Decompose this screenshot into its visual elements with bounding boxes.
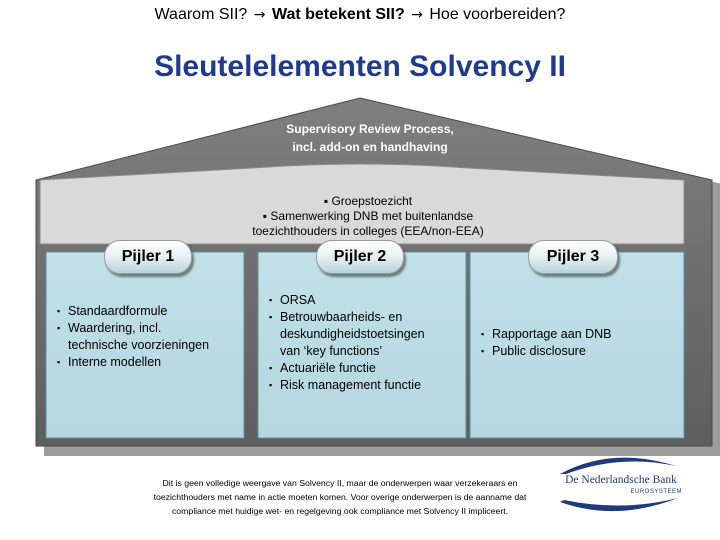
list-item: ▪Rapportage aan DNB	[481, 327, 612, 341]
list-item: ▪Waardering, incl.	[57, 321, 162, 335]
list-item: ▪Standaardformule	[57, 304, 168, 318]
pillar-3-list: ▪Rapportage aan DNB ▪Public disclosure	[481, 326, 641, 360]
roof-caption: Supervisory Review Process, incl. add-on…	[230, 120, 510, 156]
arrow-right-icon: →	[411, 7, 423, 23]
list-item-continuation: technische voorzieningen	[68, 338, 210, 352]
dnb-logo	[560, 457, 678, 512]
roof-list-item: ▪ Groepstoezicht	[323, 194, 413, 208]
logo-subtitle: EUROSYSTEEM	[630, 489, 682, 495]
bullet-icon: ▪	[57, 357, 61, 367]
bullet-icon: ▪	[269, 295, 273, 305]
list-item: ▪Risk management functie	[269, 378, 422, 392]
bullet-icon: ▪	[57, 306, 61, 316]
roof-list-item: toezichthouders in colleges (EEA/non-EEA…	[252, 224, 484, 238]
breadcrumb-step-why: Waarom SII?	[154, 6, 248, 23]
bullet-icon: ▪	[269, 363, 273, 373]
roof-caption-line: Supervisory Review Process,	[286, 122, 454, 136]
bullet-icon: ▪	[481, 329, 485, 339]
logo-swoosh-bottom	[560, 498, 678, 512]
bullet-icon: ▪	[269, 312, 273, 322]
list-item: ▪Interne modellen	[57, 355, 162, 369]
pillar-2-header: Pijler 2	[316, 240, 404, 274]
pillar-2-list: ▪ORSA ▪Betrouwbaarheids- en deskundighei…	[269, 292, 459, 394]
bullet-icon: ▪	[481, 346, 485, 356]
disclaimer-line: Dit is geen volledige weergave van Solve…	[162, 478, 518, 488]
roof-caption-line: incl. add-on en handhaving	[292, 140, 448, 154]
breadcrumb: Waarom SII? → Wat betekent SII? → Hoe vo…	[0, 6, 720, 24]
arrow-right-icon: →	[253, 7, 266, 23]
pillar-3-header: Pijler 3	[528, 240, 618, 274]
pillar-1-list: ▪Standaardformule ▪Waardering, incl. tec…	[57, 303, 237, 371]
disclaimer-line: toezichthouders met name in actie moeten…	[153, 492, 527, 502]
pillar-1-header: Pijler 1	[104, 240, 192, 274]
roof-list-item: ▪ Samenwerking DNB met buitenlandse	[262, 209, 474, 223]
list-item-continuation: van ‘key functions’	[280, 344, 383, 358]
list-item: ▪Betrouwbaarheids- en	[269, 310, 403, 324]
page-title: Sleutelelementen Solvency II	[154, 50, 566, 83]
bullet-icon: ▪	[57, 323, 61, 333]
breadcrumb-step-how: Hoe voorbereiden?	[429, 6, 566, 23]
list-item: ▪ORSA	[269, 293, 316, 307]
bullet-icon: ▪	[262, 209, 268, 223]
bullet-icon: ▪	[323, 194, 329, 208]
bullet-icon: ▪	[269, 380, 273, 390]
list-item: ▪Actuariële functie	[269, 361, 376, 375]
list-item-continuation: deskundigheidstoetsingen	[280, 327, 425, 341]
disclaimer: Dit is geen volledige weergave van Solve…	[120, 476, 560, 518]
disclaimer-line: compliance met huidige wet- en regelgevi…	[171, 506, 509, 516]
logo-name: De Nederlandsche Bank	[565, 474, 677, 486]
logo-swoosh-top	[560, 457, 676, 474]
roof-list: ▪ Groepstoezicht ▪ Samenwerking DNB met …	[228, 194, 508, 240]
breadcrumb-step-what: Wat betekent SII?	[271, 6, 405, 23]
list-item: ▪Public disclosure	[481, 344, 586, 358]
